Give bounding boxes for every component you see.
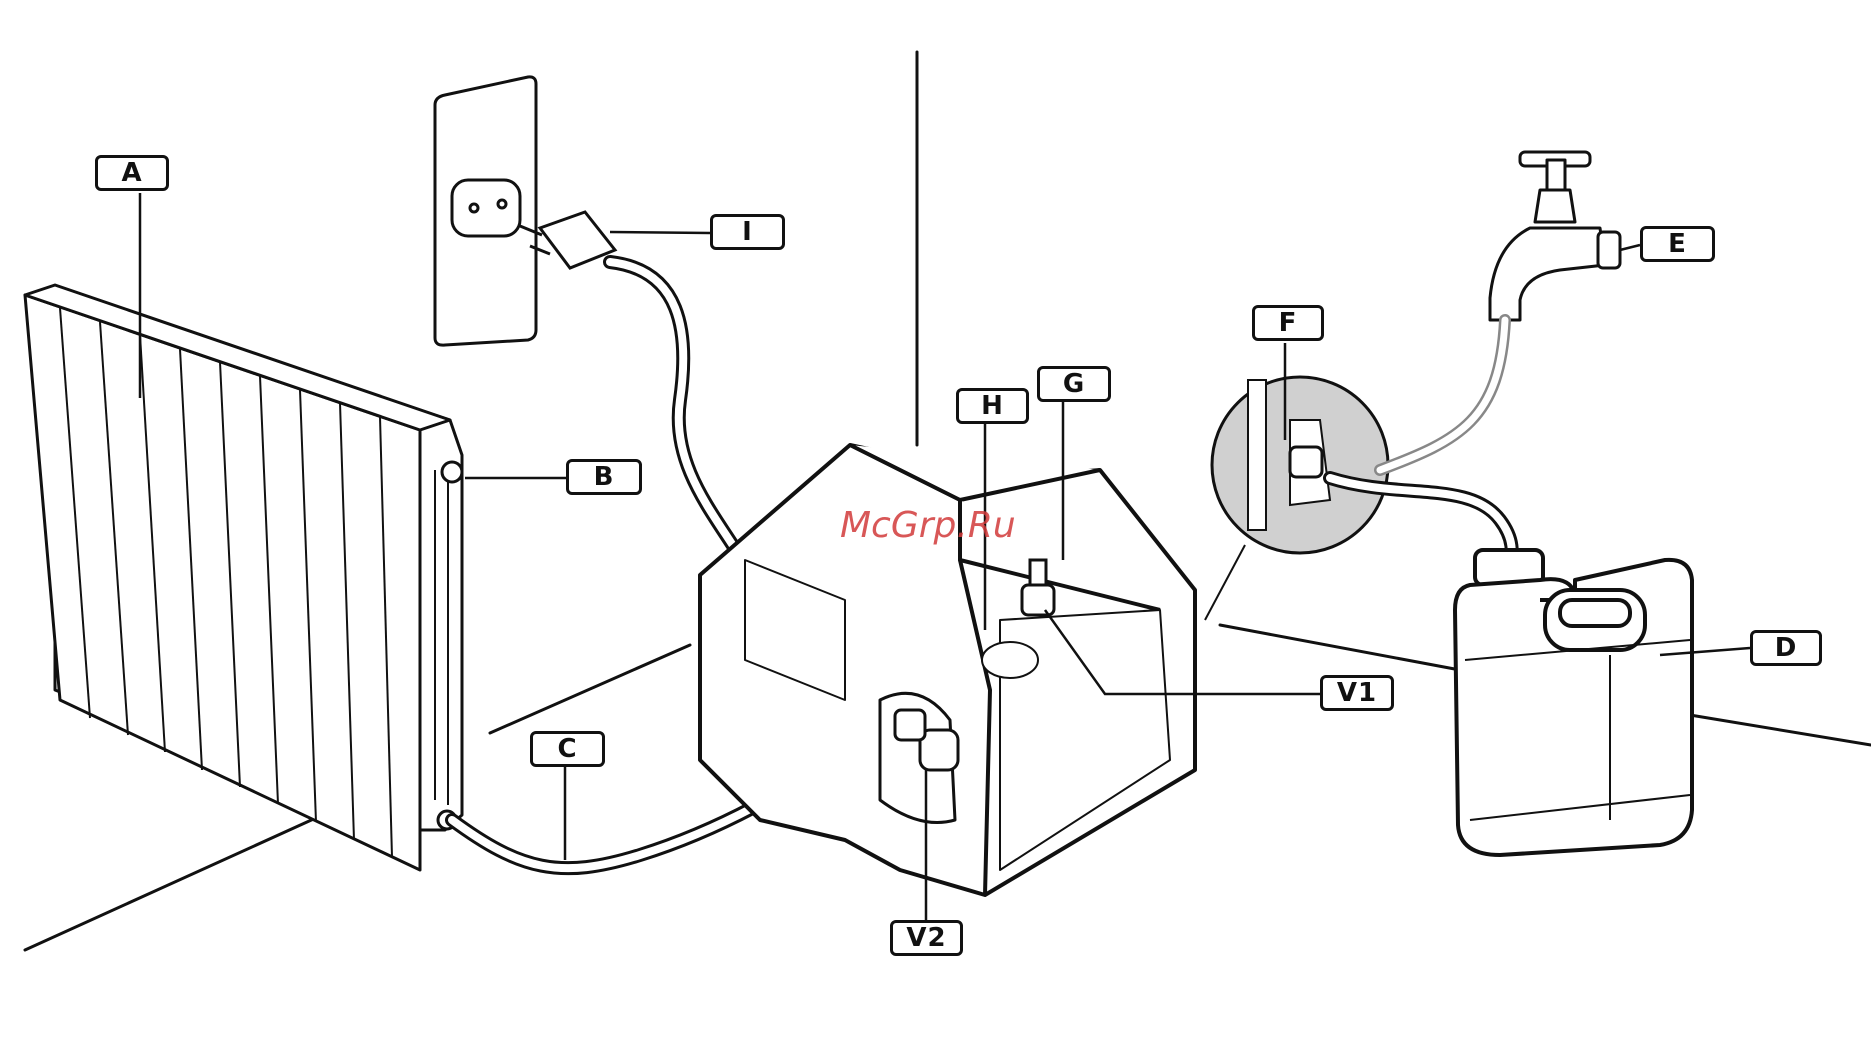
watermark: McGrp.Ru (840, 505, 1016, 546)
label-v1: V1 (1320, 675, 1394, 711)
water-canister (1455, 550, 1692, 855)
label-a: A (95, 155, 169, 191)
radiator (25, 285, 462, 870)
label-h: H (956, 388, 1029, 424)
label-e: E (1640, 226, 1715, 262)
water-tap (1490, 152, 1620, 320)
hose-e (1380, 320, 1505, 470)
floor-line-right (1220, 625, 1460, 670)
floor-line-far-right (1690, 715, 1871, 745)
label-c: C (530, 731, 605, 767)
wall-outlet (435, 77, 536, 345)
label-g: G (1037, 366, 1111, 402)
label-i: I (710, 214, 785, 250)
label-d: D (1750, 630, 1822, 666)
connector-detail (1205, 377, 1388, 620)
label-f: F (1252, 305, 1324, 341)
leader-e (1620, 245, 1640, 250)
label-v2: V2 (890, 920, 963, 956)
label-b: B (566, 459, 642, 495)
floor-line-mid (490, 645, 690, 733)
floor-line-left (25, 817, 318, 950)
leader-i (610, 232, 710, 233)
